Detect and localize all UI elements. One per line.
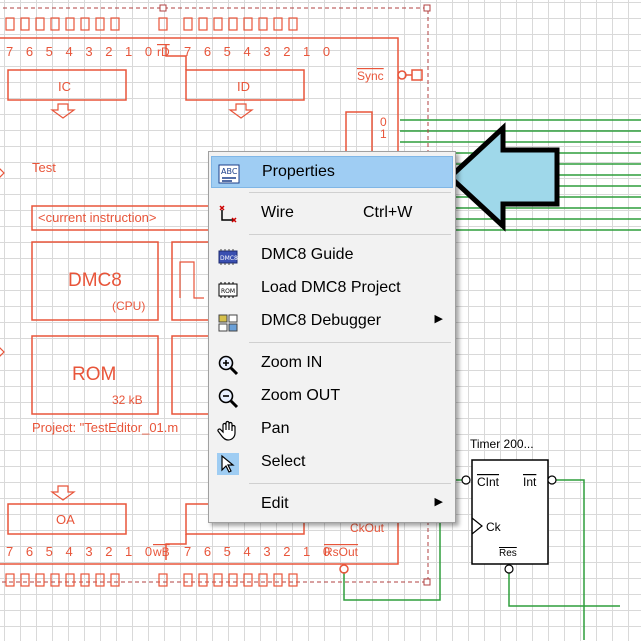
menu-item-pan[interactable]: Pan [211, 414, 453, 446]
out-pin-0: 0 [380, 115, 387, 129]
menu-item-load-project[interactable]: ROM Load DMC8 Project [211, 273, 453, 305]
hand-icon [217, 420, 236, 441]
menu-item-label: DMC8 Debugger [261, 312, 382, 329]
menu-item-label: Load DMC8 Project [261, 279, 401, 296]
properties-icon: ABC [218, 164, 240, 184]
rd-pin-label: rD [157, 45, 170, 59]
cursor-arrow-icon [217, 453, 239, 475]
menu-item-label: Zoom OUT [261, 387, 341, 404]
menu-item-label: Select [261, 453, 306, 470]
menu-item-wire[interactable]: Wire Ctrl+W [211, 198, 453, 230]
debugger-icon [218, 314, 238, 332]
sync-pin-label: Sync [357, 69, 384, 83]
project-label: Project: "TestEditor_01.m [32, 420, 178, 435]
timer-clnt-pin: CInt [477, 475, 500, 489]
pointer-arrow-annotation [446, 122, 560, 232]
menu-item-edit[interactable]: Edit ▶ [211, 489, 453, 521]
test-label: Test [32, 160, 56, 175]
timer-int-pin: Int [523, 475, 537, 489]
out-pin-1: 1 [380, 127, 387, 141]
menu-separator [249, 234, 451, 235]
bottom-pin-numbers-2: 7 6 5 4 3 2 1 0 [184, 544, 335, 559]
rom-name: ROM [72, 364, 116, 385]
timer-ck-pin: Ck [486, 520, 502, 534]
current-instruction: <current instruction> [38, 210, 157, 225]
timer-res-pin: Res [499, 548, 517, 559]
svg-text:DMC8: DMC8 [220, 255, 238, 262]
menu-item-label: DMC8 Guide [261, 246, 354, 263]
bottom-pin-numbers: 7 6 5 4 3 2 1 0 [6, 544, 157, 559]
rom-chip-icon: ROM [218, 282, 238, 298]
svg-text:ABC: ABC [221, 167, 238, 176]
menu-item-dmc8-debugger[interactable]: DMC8 Debugger ▶ [211, 306, 453, 338]
menu-item-dmc8-guide[interactable]: DMC8 DMC8 Guide [211, 240, 453, 272]
menu-item-label: Wire [261, 204, 294, 221]
menu-item-properties[interactable]: ABC Properties [211, 156, 453, 188]
menu-item-label: Zoom IN [261, 354, 323, 371]
cpu-sub: (CPU) [112, 299, 145, 313]
timer-component[interactable]: Timer 200... CInt Int Ck Res [461, 437, 557, 574]
menu-item-zoom-out[interactable]: Zoom OUT [211, 381, 453, 413]
timer-title: Timer 200... [470, 437, 534, 451]
menu-separator [249, 192, 451, 193]
context-menu: ABC Properties Wire Ctrl+W DMC8 DMC8 Gui… [208, 151, 456, 523]
rom-size: 32 kB [112, 393, 143, 407]
wb-pin-label: wB [152, 545, 170, 559]
selection-frame [0, 7, 429, 583]
zoom-in-icon [218, 355, 239, 376]
top-pin-numbers: 7 6 5 4 3 2 1 0 [6, 44, 157, 59]
dmc8-labels: 7 6 5 4 3 2 1 0 rD 7 6 5 4 3 2 1 0 Sync … [6, 44, 387, 559]
menu-item-shortcut: Ctrl+W [363, 204, 413, 221]
svg-text:ROM: ROM [221, 288, 235, 295]
menu-item-zoom-in[interactable]: Zoom IN [211, 348, 453, 380]
cpu-name: DMC8 [68, 270, 122, 291]
ic-label: IC [58, 79, 71, 94]
menu-item-label: Pan [261, 420, 290, 437]
wire-icon [219, 205, 237, 223]
oa-label: OA [56, 512, 75, 527]
rsout-pin-label: RsOut [324, 545, 359, 559]
submenu-arrow-icon: ▶ [434, 313, 443, 325]
menu-separator [249, 342, 451, 343]
ckout-label: CkOut [350, 521, 385, 535]
menu-separator [249, 483, 451, 484]
zoom-out-icon [218, 388, 239, 409]
menu-item-select[interactable]: Select [211, 447, 453, 479]
submenu-arrow-icon: ▶ [434, 496, 443, 508]
top-pin-numbers-2: 7 6 5 4 3 2 1 0 [184, 44, 335, 59]
dmc8-guide-icon: DMC8 [218, 249, 238, 265]
menu-item-label: Properties [262, 163, 335, 180]
menu-item-label: Edit [261, 495, 289, 512]
id-label: ID [237, 79, 250, 94]
